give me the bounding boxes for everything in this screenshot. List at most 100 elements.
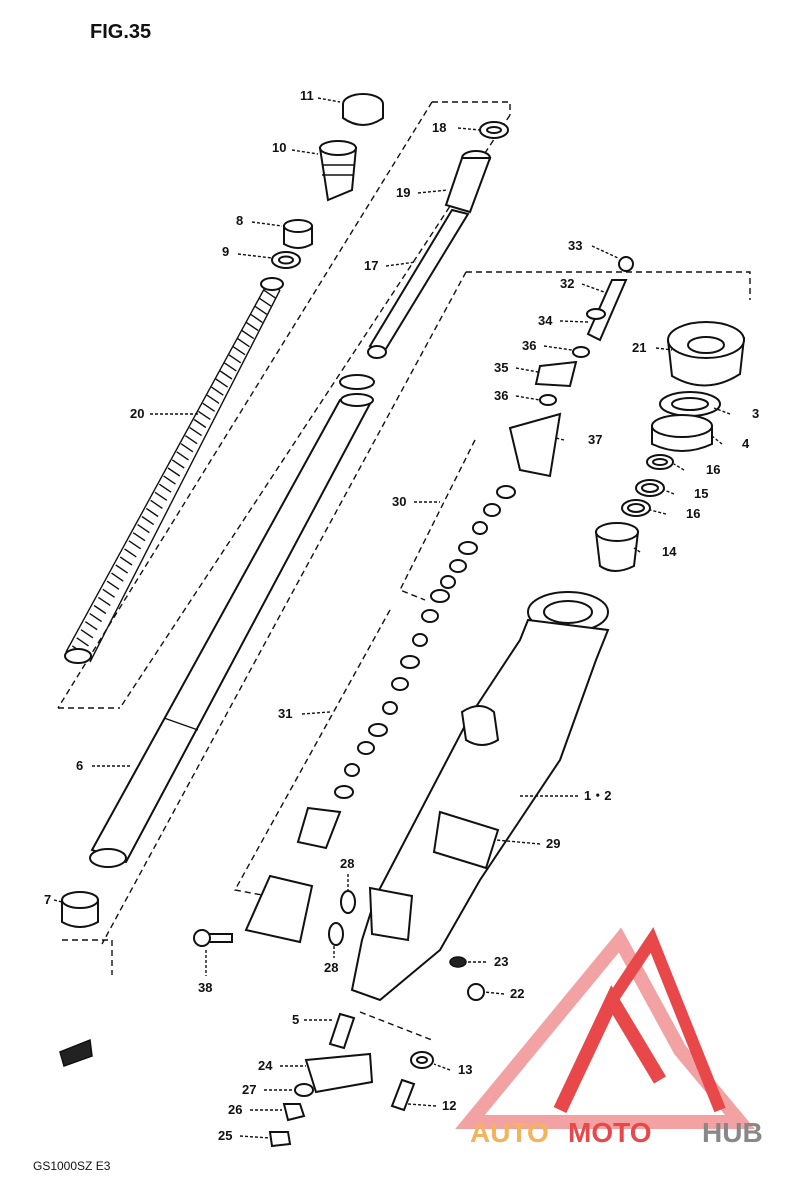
callout-label-c34: 34 bbox=[538, 313, 553, 328]
part-7-top bbox=[61, 891, 99, 909]
part-14-bushing bbox=[594, 531, 640, 572]
part-36-washer-lower bbox=[539, 394, 557, 406]
bracket-5 bbox=[359, 1011, 433, 1041]
callout-label-c25: 25 bbox=[218, 1128, 232, 1143]
part-36-washer-upper bbox=[572, 346, 590, 358]
callout-label-c6: 6 bbox=[76, 758, 83, 773]
part-16-hole-upper bbox=[652, 458, 668, 466]
callout-label-c11: 11 bbox=[300, 88, 314, 103]
part-35-block bbox=[534, 360, 578, 388]
callout-label-c32: 32 bbox=[560, 276, 574, 291]
part-9-hole bbox=[278, 255, 294, 265]
callout-label-c38: 38 bbox=[198, 980, 212, 995]
figure-title: FIG.35 bbox=[90, 21, 151, 43]
callout-label-c4: 4 bbox=[742, 436, 750, 451]
part-23-plug bbox=[449, 956, 467, 968]
callout-label-c8: 8 bbox=[236, 213, 243, 228]
logo-hub: HUB bbox=[702, 1117, 763, 1148]
part-38-housing bbox=[244, 874, 314, 944]
footer-model: GS1000SZ E3 bbox=[33, 1159, 111, 1173]
bracket-damper-top bbox=[466, 271, 751, 300]
callout-leader bbox=[483, 991, 505, 995]
part-16-hole-lower bbox=[627, 503, 645, 513]
part-1-2-outer-tube bbox=[350, 591, 610, 1002]
front-arrow-icon bbox=[59, 1038, 93, 1067]
callout-label-c10: 10 bbox=[272, 140, 286, 155]
callout-label-c36b: 36 bbox=[494, 388, 508, 403]
valve-washer bbox=[368, 723, 388, 737]
part-8-top bbox=[283, 219, 313, 233]
valve-washer bbox=[412, 633, 428, 647]
callout-label-c14: 14 bbox=[662, 544, 677, 559]
callout-leader bbox=[53, 899, 63, 903]
callout-label-c13: 13 bbox=[458, 1062, 472, 1077]
part-5-stud bbox=[328, 1012, 356, 1050]
part-13-hole bbox=[416, 1056, 428, 1064]
callout-label-c12b: 12 bbox=[442, 1098, 456, 1113]
callout-label-c16b: 16 bbox=[686, 506, 700, 521]
callout-label-c7: 7 bbox=[44, 892, 51, 907]
callout-leader bbox=[251, 221, 283, 227]
callout-label-c23: 23 bbox=[494, 954, 508, 969]
part-28-washer-lower bbox=[328, 922, 344, 946]
callout-label-c22: 22 bbox=[510, 986, 524, 1001]
valve-washer bbox=[357, 741, 375, 755]
part-17-rod bbox=[368, 208, 470, 354]
callout-leader bbox=[581, 283, 605, 293]
callout-leader bbox=[713, 407, 731, 415]
bracket-damper-left bbox=[101, 271, 467, 945]
valve-stack bbox=[334, 485, 516, 799]
callout-label-c35: 35 bbox=[494, 360, 508, 375]
part-38-bolt-head bbox=[193, 929, 211, 947]
callout-label-c26: 26 bbox=[228, 1102, 242, 1117]
logo-auto: AUTO bbox=[470, 1117, 549, 1148]
part-27-washer bbox=[294, 1083, 314, 1097]
part-26-nut bbox=[282, 1103, 306, 1122]
callout-label-c21: 21 bbox=[632, 340, 646, 355]
valve-washer bbox=[483, 503, 501, 517]
part-18-hole bbox=[486, 126, 502, 134]
valve-washer bbox=[430, 589, 450, 603]
callout-label-c18: 18 bbox=[432, 120, 446, 135]
callout-label-c5: 5 bbox=[292, 1012, 299, 1027]
logo-m-stroke bbox=[607, 927, 726, 1113]
callout-leader bbox=[385, 261, 417, 267]
callout-leader bbox=[543, 345, 573, 351]
callout-leader bbox=[591, 245, 619, 259]
callout-label-c17: 17 bbox=[364, 258, 378, 273]
logo-triangle-outer bbox=[455, 927, 755, 1129]
part-19-seal bbox=[444, 157, 492, 214]
bracket-31 bbox=[233, 609, 391, 896]
callout-leader bbox=[559, 320, 589, 323]
callout-label-c20: 20 bbox=[130, 406, 144, 421]
valve-washer bbox=[421, 609, 439, 623]
part-6-inner-tube bbox=[89, 374, 375, 868]
part-21-boot bbox=[666, 321, 746, 387]
callout-label-c28a: 28 bbox=[340, 856, 354, 871]
valve-washer bbox=[458, 541, 478, 555]
callout-label-c27: 27 bbox=[242, 1082, 256, 1097]
callout-leader bbox=[515, 395, 541, 401]
valve-washer bbox=[334, 785, 354, 799]
callout-leader bbox=[673, 463, 685, 471]
callout-leader bbox=[633, 547, 641, 553]
part-25-nut bbox=[268, 1131, 292, 1148]
part-3-hole bbox=[671, 397, 709, 411]
callout-label-c3: 3 bbox=[752, 406, 759, 421]
automotohub-logo: AUTO MOTO HUB bbox=[455, 927, 763, 1148]
callout-label-c33: 33 bbox=[568, 238, 582, 253]
callout-label-c30: 30 bbox=[392, 494, 406, 509]
part-33-valve bbox=[618, 256, 634, 272]
callout-leader bbox=[433, 1063, 451, 1071]
callout-leader bbox=[291, 149, 319, 155]
bracket-top bbox=[432, 101, 511, 115]
valve-washer bbox=[382, 701, 398, 715]
valve-washer bbox=[391, 677, 409, 691]
callout-label-c28b: 28 bbox=[324, 960, 338, 975]
bracket-30 bbox=[399, 439, 476, 601]
part-31-spring bbox=[296, 806, 342, 850]
callout-label-c12: 1・2 bbox=[584, 788, 611, 803]
callout-leader bbox=[649, 509, 667, 515]
callout-label-c37: 37 bbox=[588, 432, 602, 447]
